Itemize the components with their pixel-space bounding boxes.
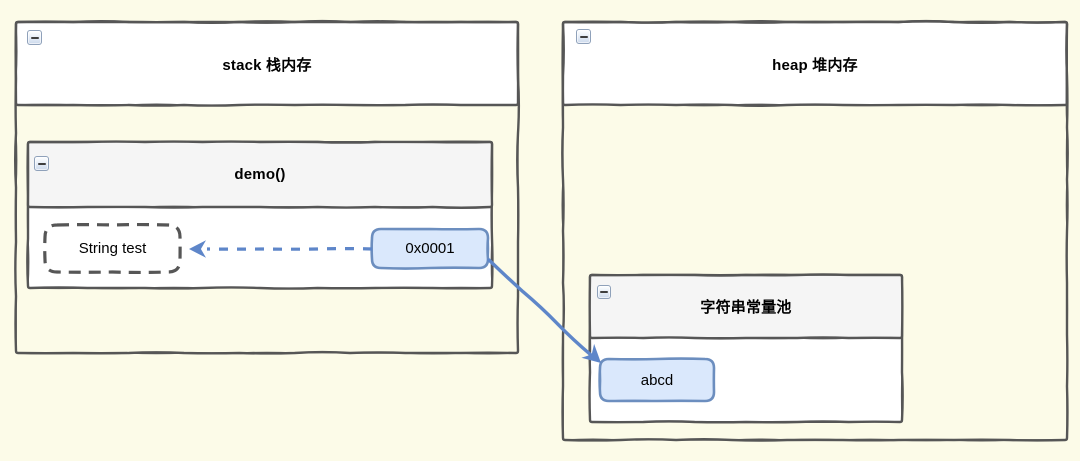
heap-container-border-overstroke bbox=[561, 20, 1069, 442]
container-title-stack[interactable]: stack 栈内存 bbox=[222, 57, 312, 74]
node-pointer-0x0001[interactable]: 0x0001 bbox=[405, 240, 455, 257]
collapse-minus-icon-stack[interactable] bbox=[27, 30, 42, 45]
pointer-solid-arrow-head[interactable] bbox=[581, 343, 601, 363]
minus-glyph bbox=[600, 291, 608, 293]
stack-container-border-overstroke bbox=[14, 20, 520, 355]
minus-glyph bbox=[37, 162, 46, 165]
collapse-minus-icon-pool[interactable] bbox=[597, 285, 611, 299]
container-title-heap[interactable]: heap 堆内存 bbox=[772, 57, 858, 74]
collapse-minus-icon-demo[interactable] bbox=[34, 156, 49, 171]
container-title-demo[interactable]: demo() bbox=[234, 166, 286, 183]
abcd-box-overstroke bbox=[599, 357, 715, 402]
pointer-box-overstroke bbox=[371, 227, 490, 270]
minus-glyph bbox=[579, 35, 588, 38]
minus-glyph bbox=[30, 36, 39, 39]
pointer-solid-arrow[interactable] bbox=[487, 258, 593, 357]
demo-container-titlebar-overstroke bbox=[26, 140, 494, 209]
collapse-minus-icon-heap[interactable] bbox=[576, 29, 591, 44]
string-test-box[interactable] bbox=[43, 222, 182, 275]
node-abcd[interactable]: abcd bbox=[640, 371, 674, 389]
pool-container-titlebar-overstroke bbox=[588, 273, 903, 340]
container-title-pool[interactable]: 字符串常量池 bbox=[700, 299, 792, 316]
node-string-test[interactable]: String test bbox=[78, 240, 147, 257]
reference-dashed-arrow-head[interactable] bbox=[189, 240, 206, 258]
